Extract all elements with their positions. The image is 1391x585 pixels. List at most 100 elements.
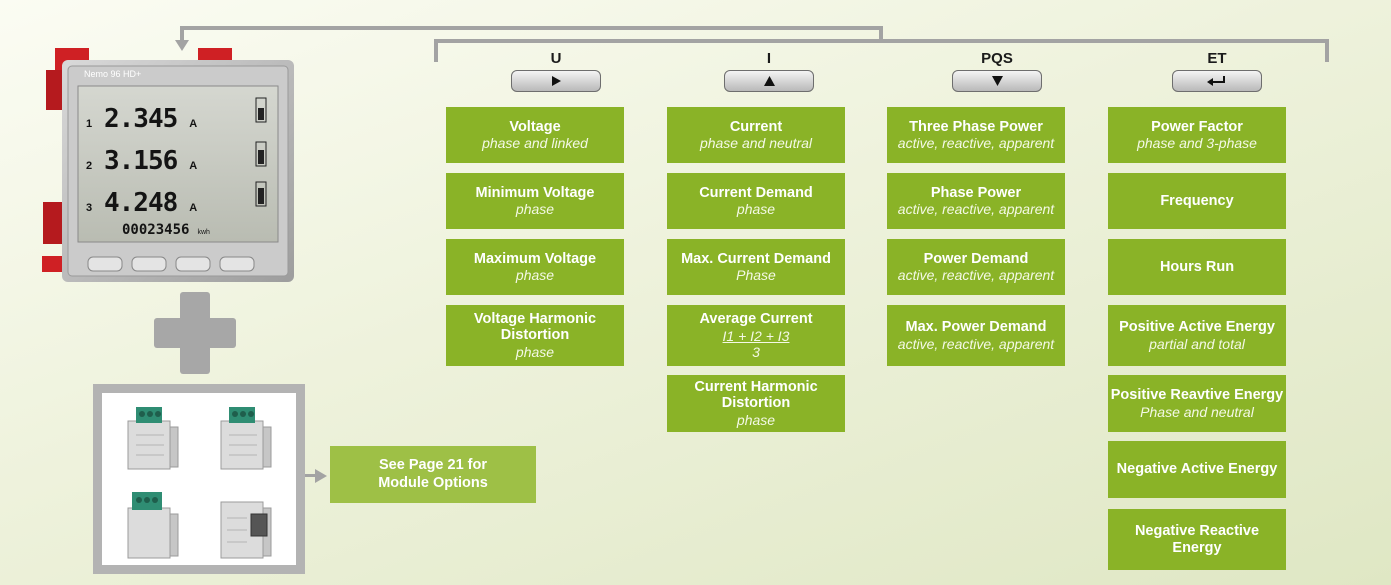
column-bracket-bar	[434, 39, 1329, 43]
down-triangle-icon	[991, 76, 1003, 86]
module-illustration	[220, 407, 272, 470]
column-header-u: U	[550, 50, 562, 67]
box-title: Current	[729, 118, 783, 135]
return-arrow-icon	[1207, 76, 1225, 86]
meter-row-index: 3	[86, 202, 93, 214]
box-positive-active-energy: Positive Active Energy partial and total	[1108, 305, 1286, 366]
see-page-line1: See Page 21 for	[379, 457, 487, 474]
average-current-formula-numerator: I1 + I2 + I3	[722, 327, 790, 344]
box-title: Minimum Voltage	[475, 184, 595, 201]
box-positive-reactive-energy: Positive Reavtive Energy Phase and neutr…	[1108, 375, 1286, 432]
box-title: Maximum Voltage	[473, 250, 597, 267]
connector-top	[180, 26, 883, 30]
box-voltage-harmonic-distortion: Voltage Harmonic Distortion phase	[446, 305, 624, 366]
box-title: Current Harmonic Distortion	[694, 378, 818, 412]
box-power-demand: Power Demand active, reactive, apparent	[887, 239, 1065, 295]
box-subtitle: phase	[515, 267, 555, 284]
box-minimum-voltage: Minimum Voltage phase	[446, 173, 624, 229]
module-illustration	[127, 407, 179, 470]
box-title: Voltage Harmonic Distortion	[473, 310, 597, 344]
box-current: Current phase and neutral	[667, 107, 845, 163]
meter-counter: 00023456	[122, 222, 190, 238]
box-voltage: Voltage phase and linked	[446, 107, 624, 163]
box-title: Current Demand	[699, 184, 813, 201]
box-title: Phase Power	[930, 184, 1022, 201]
box-maximum-voltage: Maximum Voltage phase	[446, 239, 624, 295]
box-subtitle: active, reactive, apparent	[897, 201, 1055, 218]
box-negative-active-energy: Negative Active Energy	[1108, 441, 1286, 498]
meter-row: 2 3.156 A	[86, 146, 197, 176]
box-title: Power Factor	[1151, 118, 1243, 135]
box-subtitle: phase	[736, 201, 776, 218]
column-bracket-right	[1325, 39, 1329, 62]
meter-row-value: 3.156	[104, 146, 178, 176]
connector-left-drop	[180, 26, 184, 42]
et-key-button	[1172, 70, 1262, 92]
column-header-et: ET	[1207, 50, 1227, 67]
box-subtitle: Phase	[736, 267, 776, 284]
box-subtitle: phase	[515, 201, 555, 218]
box-title: Three Phase Power	[909, 118, 1043, 135]
box-frequency: Frequency	[1108, 173, 1286, 229]
box-current-demand: Current Demand phase	[667, 173, 845, 229]
meter-row-unit: A	[189, 160, 198, 172]
box-subtitle: active, reactive, apparent	[897, 267, 1055, 284]
box-subtitle: phase and 3-phase	[1137, 135, 1257, 152]
meter-row-index: 2	[86, 160, 93, 172]
box-subtitle: phase and neutral	[699, 135, 813, 152]
box-title: Hours Run	[1159, 258, 1235, 275]
box-hours-run: Hours Run	[1108, 239, 1286, 295]
meter-row-value: 2.345	[104, 104, 178, 134]
meter-row: 1 2.345 A	[86, 104, 197, 134]
box-subtitle: phase and linked	[482, 135, 588, 152]
box-negative-reactive-energy: Negative Reactive Energy	[1108, 509, 1286, 570]
box-title: Max. Current Demand	[681, 250, 831, 267]
box-title: Negative Reactive Energy	[1134, 522, 1260, 556]
box-average-current: Average Current I1 + I2 + I3 3	[667, 305, 845, 366]
box-title: Negative Active Energy	[1116, 461, 1278, 478]
up-triangle-icon	[763, 76, 775, 86]
meter-counter-unit: kwh	[197, 229, 210, 236]
see-page-box: See Page 21 for Module Options	[330, 446, 536, 503]
box-title: Positive Active Energy	[1119, 319, 1275, 336]
box-current-harmonic-distortion: Current Harmonic Distortion phase	[667, 375, 845, 432]
arrow-right-icon	[315, 469, 327, 483]
connector-modules	[305, 474, 317, 477]
column-header-pqs: PQS	[981, 50, 1013, 67]
energy-meter-illustration: Nemo 96 HD+ 1 2.345 A 2 3.156 A 3 4.248 …	[38, 42, 338, 290]
box-subtitle: active, reactive, apparent	[897, 135, 1055, 152]
box-max-current-demand: Max. Current Demand Phase	[667, 239, 845, 295]
module-options-image	[93, 384, 305, 574]
average-current-formula-denominator: 3	[752, 343, 760, 360]
see-page-line2: Module Options	[378, 474, 488, 491]
box-subtitle: active, reactive, apparent	[897, 335, 1055, 352]
box-power-factor: Power Factor phase and 3-phase	[1108, 107, 1286, 163]
box-subtitle: phase	[515, 344, 555, 361]
box-subtitle: Phase and neutral	[1140, 403, 1254, 420]
box-title: Frequency	[1160, 192, 1234, 209]
meter-row-unit: A	[189, 118, 198, 130]
column-header-i: I	[766, 50, 772, 67]
meter-row-unit: A	[189, 202, 198, 214]
meter-row-index: 1	[86, 118, 93, 130]
arrow-down-icon	[175, 40, 189, 51]
box-title: Positive Reavtive Energy	[1110, 387, 1284, 404]
box-title: Power Demand	[923, 250, 1029, 267]
column-bracket-left	[434, 39, 438, 62]
connector-top-riser	[879, 26, 883, 42]
box-phase-power: Phase Power active, reactive, apparent	[887, 173, 1065, 229]
meter-counter-row: 00023456 kwh	[122, 222, 210, 238]
module-illustration	[127, 492, 179, 559]
box-max-power-demand: Max. Power Demand active, reactive, appa…	[887, 305, 1065, 366]
box-title: Max. Power Demand	[905, 319, 1047, 336]
meter-row: 3 4.248 A	[86, 188, 197, 218]
box-three-phase-power: Three Phase Power active, reactive, appa…	[887, 107, 1065, 163]
box-subtitle: phase	[736, 412, 776, 429]
meter-row-value: 4.248	[104, 188, 178, 218]
box-subtitle: partial and total	[1149, 335, 1245, 352]
i-key-button	[724, 70, 814, 92]
meter-brand: Nemo 96 HD+	[84, 69, 142, 79]
pqs-key-button	[952, 70, 1042, 92]
box-title: Average Current	[699, 311, 813, 328]
plus-icon	[154, 318, 236, 348]
